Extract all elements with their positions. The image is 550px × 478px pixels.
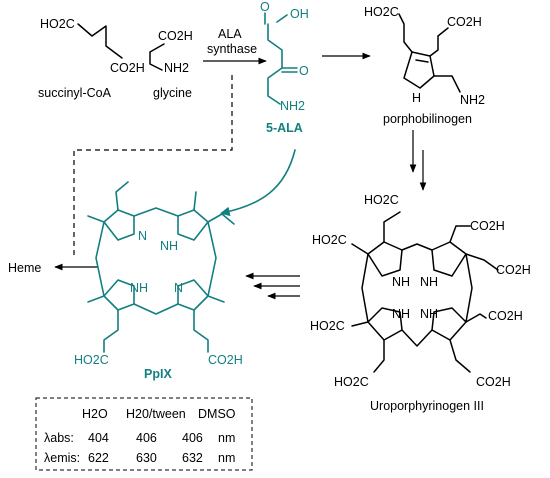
photophysics-table: H2O H20/tween DMSO λabs: 404 406 406 nm … <box>35 397 253 471</box>
succinyl-coa-label: succinyl-CoA <box>38 86 112 100</box>
uro-nh-tl: NH <box>392 275 410 289</box>
glycine-structure: CO2H NH2 glycine <box>149 29 193 100</box>
table-dashed-frame <box>35 397 253 471</box>
uro-nh-tr: NH <box>420 275 438 289</box>
pbg-label: porphobilinogen <box>383 112 472 126</box>
feedback-dashed-line <box>73 75 233 258</box>
glycine-nh2: NH2 <box>164 61 189 75</box>
ppix-nh-tr: NH <box>160 239 178 253</box>
table-header-1: H20/tween <box>126 407 186 421</box>
uro-nh-br: NH <box>420 307 438 321</box>
ala-structure: OH O O NH2 5-ALA <box>260 0 309 135</box>
pbg-nh: H <box>412 91 421 105</box>
ala-oh: OH <box>290 7 309 21</box>
ppix-structure: N NH NH N HO2C CO2H PpIX <box>74 181 243 381</box>
table-row-0-unit: nm <box>218 431 235 445</box>
uro-ho2c-1: HO2C <box>364 193 399 207</box>
table-row-1-label: λemis: <box>44 451 80 465</box>
uro-co2h-3: CO2H <box>488 309 523 323</box>
table-row-0-value-0: 404 <box>88 431 109 445</box>
table-header-2: DMSO <box>198 407 236 421</box>
uro-ho2c-2: HO2C <box>312 233 347 247</box>
ppix-n-tl: N <box>138 229 147 243</box>
table-row-1-value-2: 632 <box>182 451 203 465</box>
uro-nh-bl: NH <box>392 307 410 321</box>
ala-ketone-o: O <box>299 64 309 78</box>
glycine-co2h: CO2H <box>158 29 193 43</box>
uro-label: Uroporphyrinogen III <box>370 399 484 413</box>
ala-nh2: NH2 <box>280 99 305 113</box>
uro-co2h-1: CO2H <box>470 219 505 233</box>
ppix-co2h: CO2H <box>208 353 243 367</box>
ala-to-ppix-arrow <box>220 149 296 217</box>
enzyme-label-line2: synthase <box>207 42 257 56</box>
succinyl-coa-structure: HO2C CO2H succinyl-CoA <box>38 17 145 100</box>
table-row-0-value-1: 406 <box>136 431 157 445</box>
ppix-nh-bl: NH <box>130 281 148 295</box>
pbg-nh2: NH2 <box>460 93 485 107</box>
table-row-1-unit: nm <box>218 451 235 465</box>
table-row-0-value-2: 406 <box>182 431 203 445</box>
uro-co2h-2: CO2H <box>496 263 531 277</box>
uro-ho2c-4: HO2C <box>334 375 369 389</box>
enzyme-label-line1: ALA <box>218 27 242 41</box>
table-row-1-value-1: 630 <box>136 451 157 465</box>
uro-ho2c-3: HO2C <box>310 319 345 333</box>
pbg-structure: HO2C CO2H NH2 H porphobilinogen <box>364 5 485 126</box>
ppix-ho2c: HO2C <box>74 353 109 367</box>
glycine-label: glycine <box>153 86 192 100</box>
succinyl-co2h: CO2H <box>110 61 145 75</box>
pbg-co2h: CO2H <box>447 15 482 29</box>
table-header-0: H2O <box>82 407 108 421</box>
ppix-n-br: N <box>174 281 183 295</box>
uro-structure: NH NH NH NH HO2C CO2H HO2C CO2H HO2C CO2… <box>310 193 531 413</box>
heme-label: Heme <box>8 261 41 275</box>
ala-label: 5-ALA <box>266 121 303 135</box>
ala-carbonyl-o: O <box>260 0 270 14</box>
table-row-1-value-0: 622 <box>88 451 109 465</box>
pbg-ho2c: HO2C <box>364 5 399 19</box>
ppix-label: PpIX <box>144 367 172 381</box>
succinyl-ho2c: HO2C <box>40 17 75 31</box>
uro-co2h-4: CO2H <box>476 375 511 389</box>
table-row-0-label: λabs: <box>44 431 74 445</box>
